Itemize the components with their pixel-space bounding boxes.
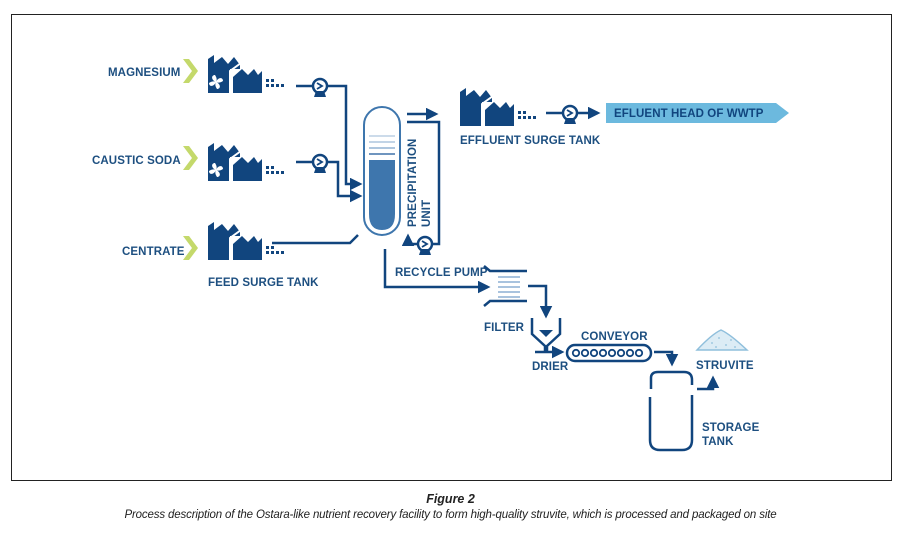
- chevron-icon: [183, 236, 198, 260]
- filter-label: FILTER: [484, 322, 525, 334]
- storage-tank-body: [648, 395, 694, 452]
- filter-media: [498, 276, 520, 298]
- vessel-liquid: [369, 160, 395, 230]
- caustic-soda-label: CAUSTIC SODA: [92, 155, 181, 167]
- drier-label: DRIER: [532, 361, 569, 373]
- dots-icon: [266, 166, 284, 174]
- magnesium-label: MAGNESIUM: [108, 67, 180, 79]
- pump-icon: [311, 153, 329, 175]
- storage-label: STORAGE: [702, 422, 760, 434]
- pump-icon: [311, 77, 329, 99]
- storage-tank-top: [649, 370, 694, 389]
- dots-icon: [266, 246, 284, 254]
- conveyor-label: CONVEYOR: [581, 331, 648, 343]
- feed-surge-tank-label: FEED SURGE TANK: [208, 277, 319, 289]
- figure-frame: [11, 14, 892, 481]
- effluent-surge-tank-label: EFFLUENT SURGE TANK: [460, 135, 601, 147]
- figure-title: Figure 2: [426, 492, 475, 506]
- recycle-pipe: [407, 120, 441, 246]
- struvite-label: STRUVITE: [696, 360, 754, 372]
- recycle-pump-icon: [416, 235, 434, 257]
- filter-bottom-plate: [483, 299, 527, 307]
- conveyor-rollers: [571, 348, 644, 358]
- caustic-soda-pipe: [328, 160, 363, 203]
- effluent-surge-tank-icon: [459, 87, 515, 127]
- magnesium-pipe: [328, 84, 363, 191]
- chevron-icon: [183, 59, 198, 83]
- vessel-bubbles: [369, 135, 395, 155]
- figure-description: Process description of the Ostara-like n…: [124, 509, 777, 521]
- dots-icon: [266, 79, 284, 87]
- tank-label: TANK: [702, 436, 734, 448]
- unit-label: UNIT: [421, 200, 433, 227]
- feed-surge-tank-icon: [207, 221, 263, 261]
- figure-caption: Figure 2 Process description of the Osta…: [0, 491, 901, 523]
- centrate-pipe: [272, 234, 359, 245]
- dots-icon: [518, 111, 536, 119]
- precipitation-label: PRECIPITATION: [407, 139, 419, 227]
- struvite-pile-icon: [695, 329, 749, 351]
- effluent-head-label: EFLUENT HEAD OF WWTP: [614, 108, 764, 120]
- effluent-head-arrow: [606, 103, 789, 123]
- underflow-pipe: [383, 249, 491, 294]
- recycle-pump-label: RECYCLE PUMP: [395, 267, 488, 279]
- pump-icon: [561, 104, 579, 126]
- filter-top-plate: [483, 265, 527, 273]
- drier-hopper: [530, 318, 562, 352]
- centrate-label: CENTRATE: [122, 246, 185, 258]
- chevron-icon: [183, 146, 198, 170]
